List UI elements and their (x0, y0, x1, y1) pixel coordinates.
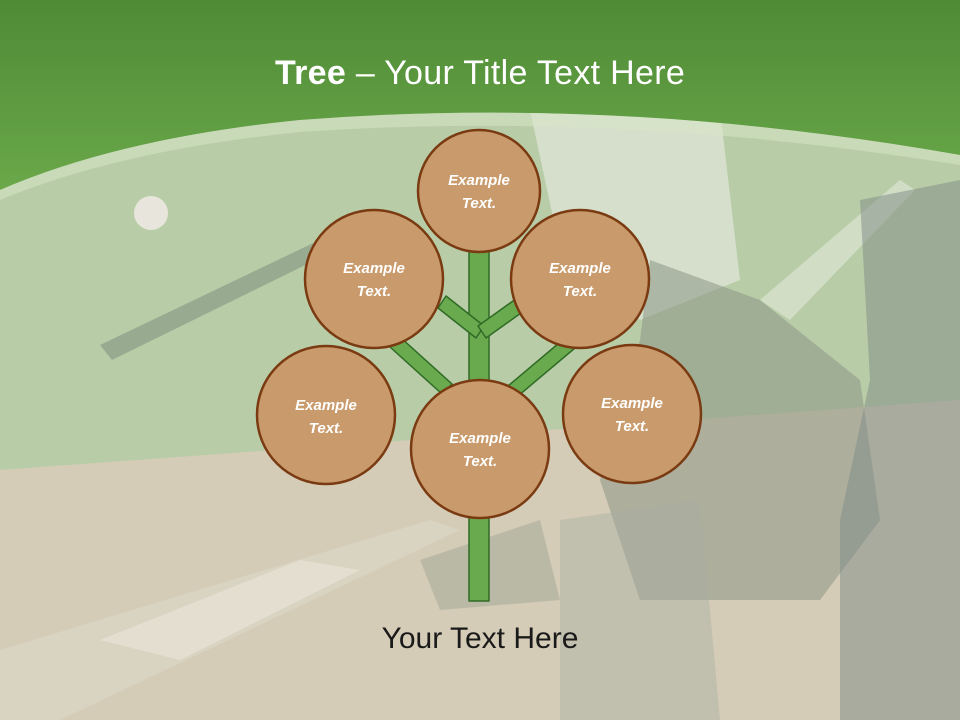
node-label-line1: Example (295, 397, 357, 414)
tree-node-center: Example Text. (409, 378, 551, 520)
slide-title: Tree – Your Title Text Here (0, 54, 960, 93)
node-label-line1: Example (549, 260, 611, 277)
node-label-line1: Example (448, 172, 510, 189)
node-label-line2: Text. (615, 418, 649, 435)
caption-text: Your Text Here (381, 622, 579, 655)
tree-node-upper-right: Example Text. (509, 208, 651, 350)
tree-node-top: Example Text. (416, 128, 542, 254)
node-label-line2: Text. (309, 420, 343, 437)
node-label-line1: Example (601, 395, 663, 412)
node-label-line2: Text. (563, 283, 597, 300)
node-label-line2: Text. (462, 195, 496, 212)
node-label-line1: Example (343, 260, 405, 277)
node-label-line1: Example (449, 430, 511, 447)
header-band (0, 0, 960, 200)
node-label-line2: Text. (357, 283, 391, 300)
tree-node-lower-left: Example Text. (255, 344, 397, 486)
branch-lower-left (389, 336, 453, 395)
title-bold: Tree (274, 54, 347, 92)
node-label-line2: Text. (463, 453, 497, 470)
title-rest: – Your Title Text Here (346, 54, 686, 92)
tree-node-upper-left: Example Text. (303, 208, 445, 350)
tree-node-lower-right: Example Text. (561, 343, 703, 485)
